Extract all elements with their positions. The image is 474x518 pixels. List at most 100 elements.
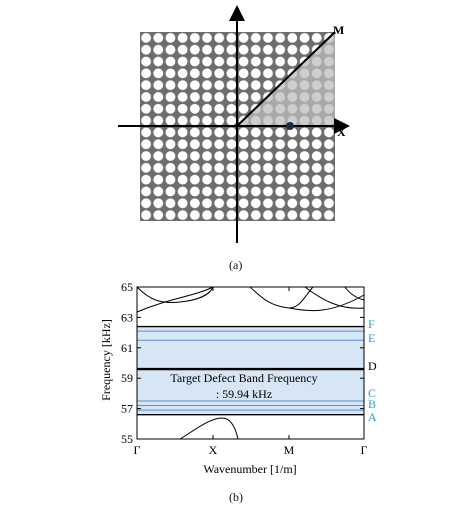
lattice-hole xyxy=(287,198,298,209)
y-axis-label: Frequency [kHz] xyxy=(99,319,113,401)
lattice-hole xyxy=(140,127,152,138)
lattice-hole xyxy=(201,198,213,209)
lattice-hole xyxy=(274,198,286,209)
lattice-hole xyxy=(214,32,225,44)
lattice-hole xyxy=(201,209,213,221)
lattice-hole xyxy=(226,44,237,55)
y-tick-label: 63 xyxy=(121,310,133,324)
lattice-hole xyxy=(323,162,335,174)
lattice-hole xyxy=(311,198,322,209)
lattice-hole xyxy=(250,44,261,55)
lattice-hole xyxy=(238,68,249,79)
x-axis-label: Wavenumber [1/m] xyxy=(203,462,296,476)
lattice-hole xyxy=(214,127,225,138)
lattice-hole xyxy=(311,139,322,150)
bulk-band-curve xyxy=(288,294,365,312)
x-point-marker xyxy=(286,122,294,130)
lattice-hole xyxy=(201,162,213,174)
lattice-hole xyxy=(262,79,274,91)
lattice-hole xyxy=(165,79,176,91)
label-x: X xyxy=(337,125,346,139)
lattice-hole xyxy=(238,79,249,91)
lattice-hole xyxy=(299,44,310,55)
lattice-hole xyxy=(165,162,176,174)
lattice-hole xyxy=(201,115,213,126)
lattice-hole xyxy=(274,209,286,221)
lattice-hole xyxy=(189,139,201,150)
lattice-hole xyxy=(177,79,188,91)
lattice-hole xyxy=(287,162,298,174)
lattice-hole xyxy=(140,103,152,114)
lattice-hole xyxy=(177,162,188,174)
lattice-hole xyxy=(226,127,237,138)
lattice-hole xyxy=(177,44,188,55)
y-tick-label: 57 xyxy=(121,402,133,416)
lattice-hole xyxy=(323,150,335,162)
lattice-hole xyxy=(214,162,225,174)
lattice-hole xyxy=(214,198,225,209)
lattice-hole xyxy=(274,56,286,67)
lattice-hole xyxy=(165,150,176,162)
lattice-hole xyxy=(238,91,249,103)
lattice-hole xyxy=(201,150,213,162)
lattice-hole xyxy=(177,68,188,79)
lattice-hole xyxy=(274,44,286,55)
x-tick-label: Γ xyxy=(134,443,141,457)
y-tick-label: 65 xyxy=(121,280,133,294)
lattice-hole xyxy=(287,44,298,55)
x-tick-label: M xyxy=(284,443,295,457)
lattice-hole xyxy=(201,127,213,138)
defect-band-label-d: D xyxy=(368,359,377,373)
lattice-hole xyxy=(153,209,164,221)
lattice-hole xyxy=(177,174,188,185)
lattice-hole xyxy=(238,198,249,209)
lattice-hole xyxy=(153,174,164,185)
lattice-hole xyxy=(238,150,249,162)
lattice-hole xyxy=(287,139,298,150)
lattice-hole xyxy=(299,150,310,162)
lattice-hole xyxy=(323,209,335,221)
lattice-hole xyxy=(323,139,335,150)
lattice-hole xyxy=(140,44,152,55)
lattice-hole xyxy=(226,186,237,197)
figure-label-b: (b) xyxy=(229,490,243,504)
lattice-hole xyxy=(165,174,176,185)
lattice-hole xyxy=(189,56,201,67)
lattice-hole xyxy=(177,186,188,197)
lattice-hole xyxy=(226,198,237,209)
lattice-hole xyxy=(274,162,286,174)
lattice-hole xyxy=(201,56,213,67)
lattice-hole xyxy=(250,91,261,103)
lattice-hole xyxy=(177,91,188,103)
lattice-hole xyxy=(311,209,322,221)
lattice-hole xyxy=(140,79,152,91)
lattice-hole xyxy=(153,127,164,138)
lattice-hole xyxy=(238,174,249,185)
lattice-hole xyxy=(201,91,213,103)
lattice-hole xyxy=(201,103,213,114)
lattice-hole xyxy=(165,139,176,150)
lattice-hole xyxy=(250,127,261,138)
lattice-hole xyxy=(250,186,261,197)
lattice-hole xyxy=(140,91,152,103)
lattice-hole xyxy=(226,209,237,221)
lattice-hole xyxy=(287,209,298,221)
plot-frame xyxy=(136,286,365,440)
lattice-hole xyxy=(214,174,225,185)
lattice-hole xyxy=(177,115,188,126)
lattice-hole xyxy=(226,174,237,185)
lattice-hole xyxy=(238,139,249,150)
annotation-line2: : 59.94 kHz xyxy=(216,387,272,401)
lattice-hole xyxy=(226,91,237,103)
lattice-hole xyxy=(189,44,201,55)
lattice-hole xyxy=(140,162,152,174)
lattice-hole xyxy=(311,162,322,174)
lattice-hole xyxy=(201,174,213,185)
lattice-hole xyxy=(299,32,310,44)
lattice-hole xyxy=(250,174,261,185)
lattice-hole xyxy=(140,68,152,79)
lattice-hole xyxy=(140,174,152,185)
bulk-band-curve xyxy=(344,286,365,301)
lattice-hole xyxy=(140,32,152,44)
lattice-hole xyxy=(189,150,201,162)
